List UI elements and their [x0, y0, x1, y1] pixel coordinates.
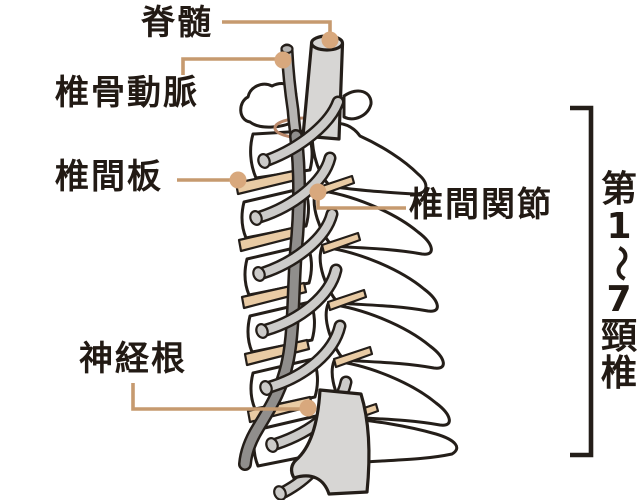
vertebrae-range-char: 椎 [600, 352, 637, 394]
nerve-root-shape [256, 154, 334, 221]
spinal-cord-leader [222, 20, 332, 34]
nerve-root-shape [266, 322, 344, 391]
vertebrae-range-char: 第 [600, 169, 637, 210]
facet-joint-dot [309, 183, 327, 201]
nerve-root-shape [259, 210, 336, 277]
vertebrae-range-bracket [570, 105, 594, 458]
nerve-root-cap [252, 266, 266, 282]
nerve-root-leader [131, 383, 301, 411]
vertebral-artery-leader [181, 57, 276, 75]
intervertebral-disc-label: 椎間板 [55, 157, 163, 197]
vertebral-artery-label: 椎骨動脈 [55, 73, 199, 113]
intervertebral-disc-dot [229, 171, 247, 189]
nerve-root-cap [265, 437, 279, 453]
nerve-root-dot [299, 399, 317, 417]
nerve-root-cap [273, 485, 287, 500]
vertebrae-range-char: 頸 [600, 315, 637, 357]
facet-joint-gap [320, 231, 362, 255]
facet-joint-label: 椎間関節 [409, 185, 553, 225]
nerve-root-label: 神経根 [79, 339, 187, 379]
leader-lines [131, 20, 406, 417]
nerve-root-cap [249, 210, 263, 226]
nerve-root-cap [255, 323, 269, 339]
vertebrae-range-char: 1 [606, 205, 632, 247]
facet-joint-gap [326, 288, 368, 312]
vertebral-artery-dot [274, 51, 292, 69]
spinal-cord-bottom-shape [289, 388, 371, 496]
vertebrae-range-char: ～ [599, 245, 640, 282]
spinal-cord-dot [321, 31, 339, 49]
atlas-c1-arch [342, 89, 373, 121]
vertebrae-range-char: 7 [606, 279, 632, 321]
nerve-root-cap [257, 153, 271, 169]
nerve-root-shape [264, 98, 342, 164]
spinal-cord-label: 脊髄 [141, 3, 213, 43]
facet-joint-gap [332, 345, 374, 369]
atlas-c1-body [239, 82, 299, 129]
facet-joint-leader [316, 200, 406, 210]
nerve-root-cap [259, 380, 273, 396]
nerve-root-shape [262, 266, 340, 334]
